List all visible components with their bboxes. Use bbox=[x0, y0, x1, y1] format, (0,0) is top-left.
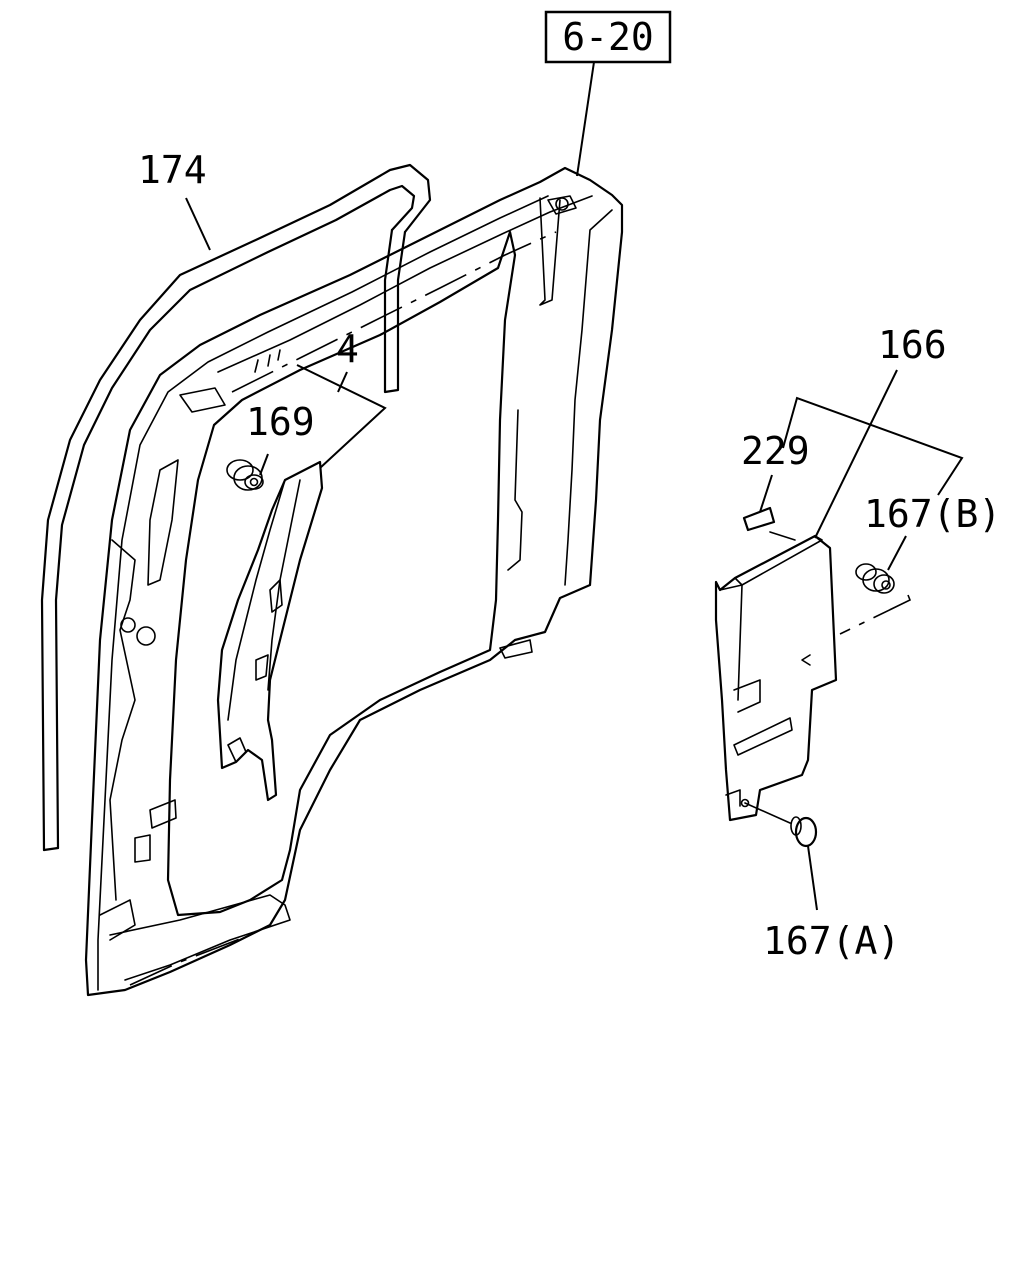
callout-174: 174 bbox=[138, 148, 207, 192]
reference-callout: 6-20 bbox=[544, 10, 672, 64]
channel-trim bbox=[216, 460, 324, 802]
door-shell bbox=[84, 166, 624, 997]
callout-167b: 167(B) bbox=[864, 492, 1001, 536]
leader-lines bbox=[185, 61, 964, 911]
cover-panel bbox=[714, 534, 838, 822]
callout-166: 166 bbox=[878, 323, 947, 367]
reference-label: 6-20 bbox=[562, 15, 654, 59]
clip-167a-icon bbox=[744, 802, 818, 848]
clip-167b-icon bbox=[855, 563, 895, 594]
pad-229-icon bbox=[742, 506, 776, 532]
clip-169-icon bbox=[226, 459, 264, 491]
callout-167a: 167(A) bbox=[763, 919, 900, 963]
weatherstrip-seal bbox=[40, 163, 432, 852]
callout-169: 169 bbox=[246, 400, 315, 444]
callout-4: 4 bbox=[336, 327, 359, 371]
callout-229: 229 bbox=[741, 429, 810, 473]
